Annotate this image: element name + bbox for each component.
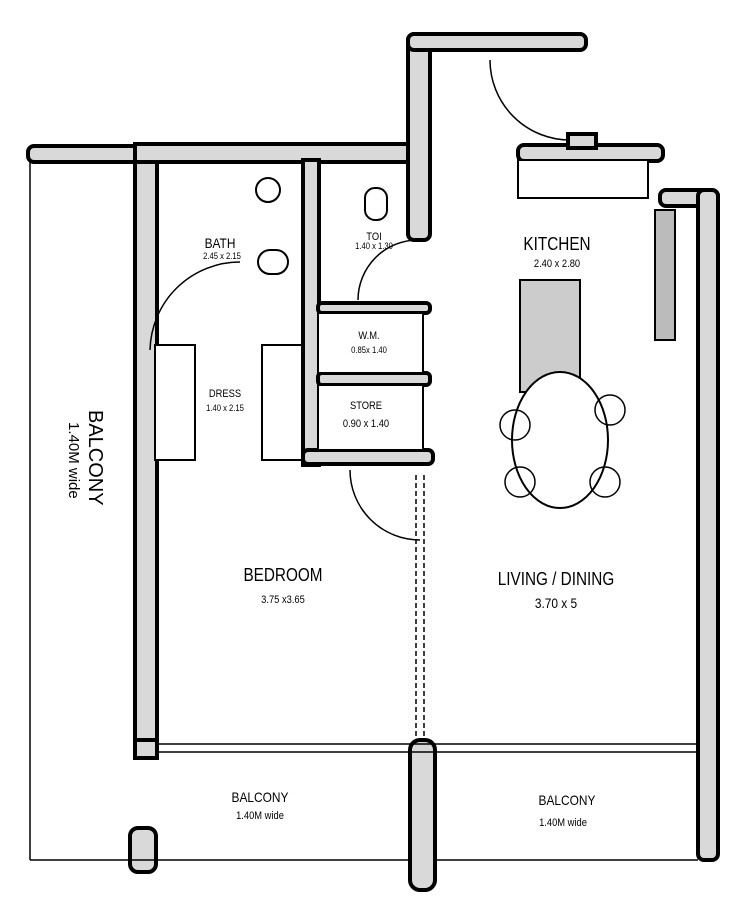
entry-wall-horizontal [406,32,588,52]
wm-top-wall [316,301,432,315]
bottom-left-balcony-label: BALCONY [231,789,289,805]
top-wall [133,142,427,164]
dining-chair [589,466,621,498]
bedroom-label: BEDROOM [243,565,323,585]
right-wall [696,188,720,862]
bath-door-swing [149,261,241,351]
dress-wardrobe-left [154,344,196,461]
bedroom-door-swing [349,469,421,541]
toi-label: TOI [366,231,382,243]
dining-chair [499,409,531,441]
toi-door-swing [357,239,419,301]
living-dining-size: 3.70 x 5 [534,595,578,611]
balcony-column [128,826,158,874]
balcony-divider-column [408,738,437,892]
balcony-top-wall [26,144,152,164]
store-room [317,384,424,451]
kitchen-wall-bump [566,132,598,150]
dress-label: DRESS [208,388,242,400]
dress-wardrobe-right [261,344,303,461]
living-dining-label: LIVING / DINING [497,569,615,589]
kitchen-counter-side [654,209,676,341]
dress-size: 1.40 x 2.15 [206,403,244,413]
bottom-right-balcony-label: BALCONY [538,792,596,808]
toi-toilet [364,187,388,221]
kitchen-upper-counter [517,159,649,199]
side-balcony-label: BALCONY [84,410,106,506]
wm-room [317,312,424,374]
store-size: 0.90 x 1.40 [342,418,390,430]
bottom-left-balcony-size: 1.40M wide [236,810,284,822]
kitchen-label: KITCHEN [523,234,591,254]
wm-store-wall [316,371,432,387]
fixtures [154,159,676,509]
lines [29,59,698,861]
bath-label: BATH [204,235,236,251]
bedroom-corner [133,738,159,760]
side-balcony-size: 1.40M wide [65,422,82,499]
bath-size: 2.45 x 2.15 [203,251,241,261]
entry-door-swing [489,59,571,141]
store-label: STORE [349,400,383,412]
bath-partition-wall [301,158,321,467]
bedroom-left-wall [133,144,159,760]
bottom-right-balcony-size: 1.40M wide [539,817,587,829]
dining-chair [594,394,626,426]
wm-size: 0.85x 1.40 [351,345,387,355]
entry-wall-vertical [406,32,432,242]
kitchen-size: 2.40 x 2.80 [533,258,581,270]
toi-size: 1.40 x 1.30 [355,241,393,251]
bath-toilet [257,249,289,275]
bath-tub-drain [255,177,281,203]
wm-label: W.M. [358,330,380,342]
dining-chair [504,466,536,498]
dining-table [511,371,609,509]
store-bottom-wall [301,448,435,466]
bedroom-size: 3.75 x3.65 [261,594,305,606]
